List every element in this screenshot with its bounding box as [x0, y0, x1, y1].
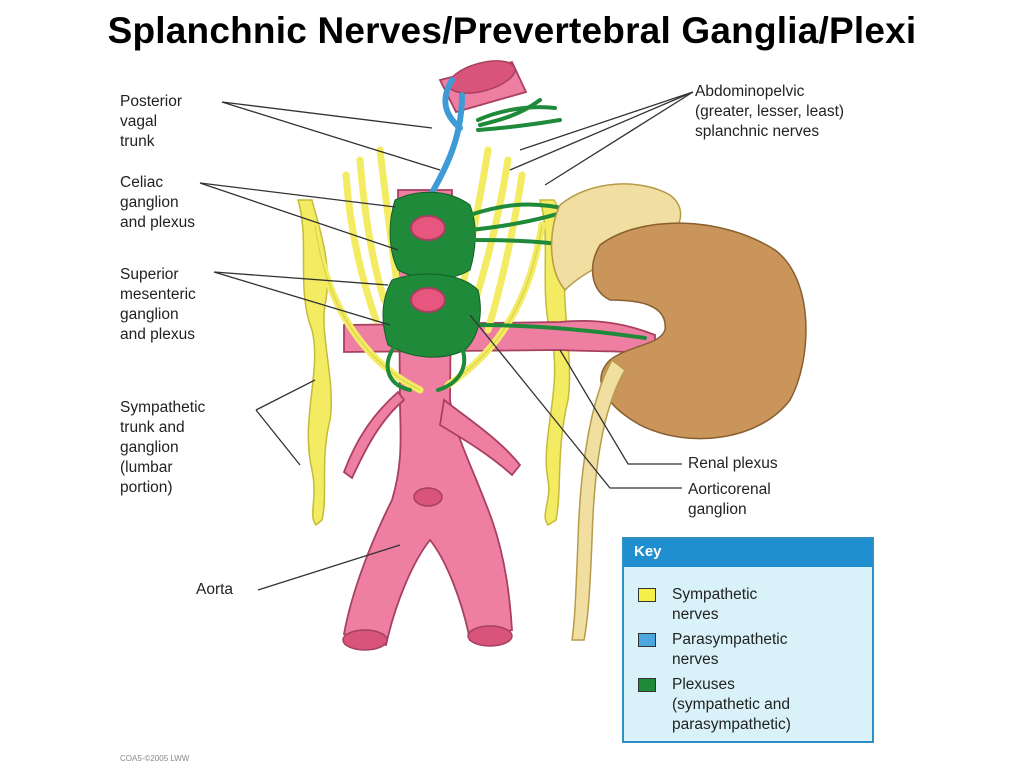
label-aorticorenal-ganglion: Aorticorenal ganglion — [688, 481, 771, 518]
splanchnic-nerve-outline — [314, 224, 543, 391]
label-abdominopelvic: Abdominopelvic (greater, lesser, least) … — [695, 83, 845, 140]
sympathetic-trunk-left — [296, 199, 332, 527]
key-item-label: Sympathetic nerves — [672, 586, 758, 623]
leader-lines — [199, 91, 694, 591]
label-celiac-ganglion: Celiac ganglion and plexus — [120, 174, 195, 231]
key-heading: Key — [624, 539, 872, 567]
sympathetic-swatch — [638, 588, 656, 602]
aorta-openings — [342, 60, 516, 651]
image-credit: COA5-©2005 LWW — [120, 754, 190, 763]
label-superior-mesenteric: Superior mesenteric ganglion and plexus — [120, 266, 196, 343]
plexus-swatch — [638, 678, 656, 692]
ureter — [571, 358, 626, 641]
key-item-label: Plexuses (sympathetic and parasympatheti… — [672, 676, 791, 733]
key-item-label: Parasympathetic nerves — [672, 631, 788, 668]
label-sympathetic-trunk: Sympathetic trunk and ganglion (lumbar p… — [120, 399, 206, 496]
celiac-plexus — [382, 191, 481, 358]
label-renal-plexus: Renal plexus — [688, 455, 778, 472]
parasympathetic-swatch — [638, 633, 656, 647]
kidney — [591, 222, 807, 440]
page-title: Splanchnic Nerves/Prevertebral Ganglia/P… — [107, 10, 917, 51]
label-posterior-vagal-trunk: Posterior vagal trunk — [120, 93, 183, 150]
label-aorta: Aorta — [196, 581, 234, 598]
key-legend: Key Sympathetic nerves Parasympathetic n… — [622, 537, 874, 743]
ganglion-vessel-openings — [410, 215, 446, 313]
